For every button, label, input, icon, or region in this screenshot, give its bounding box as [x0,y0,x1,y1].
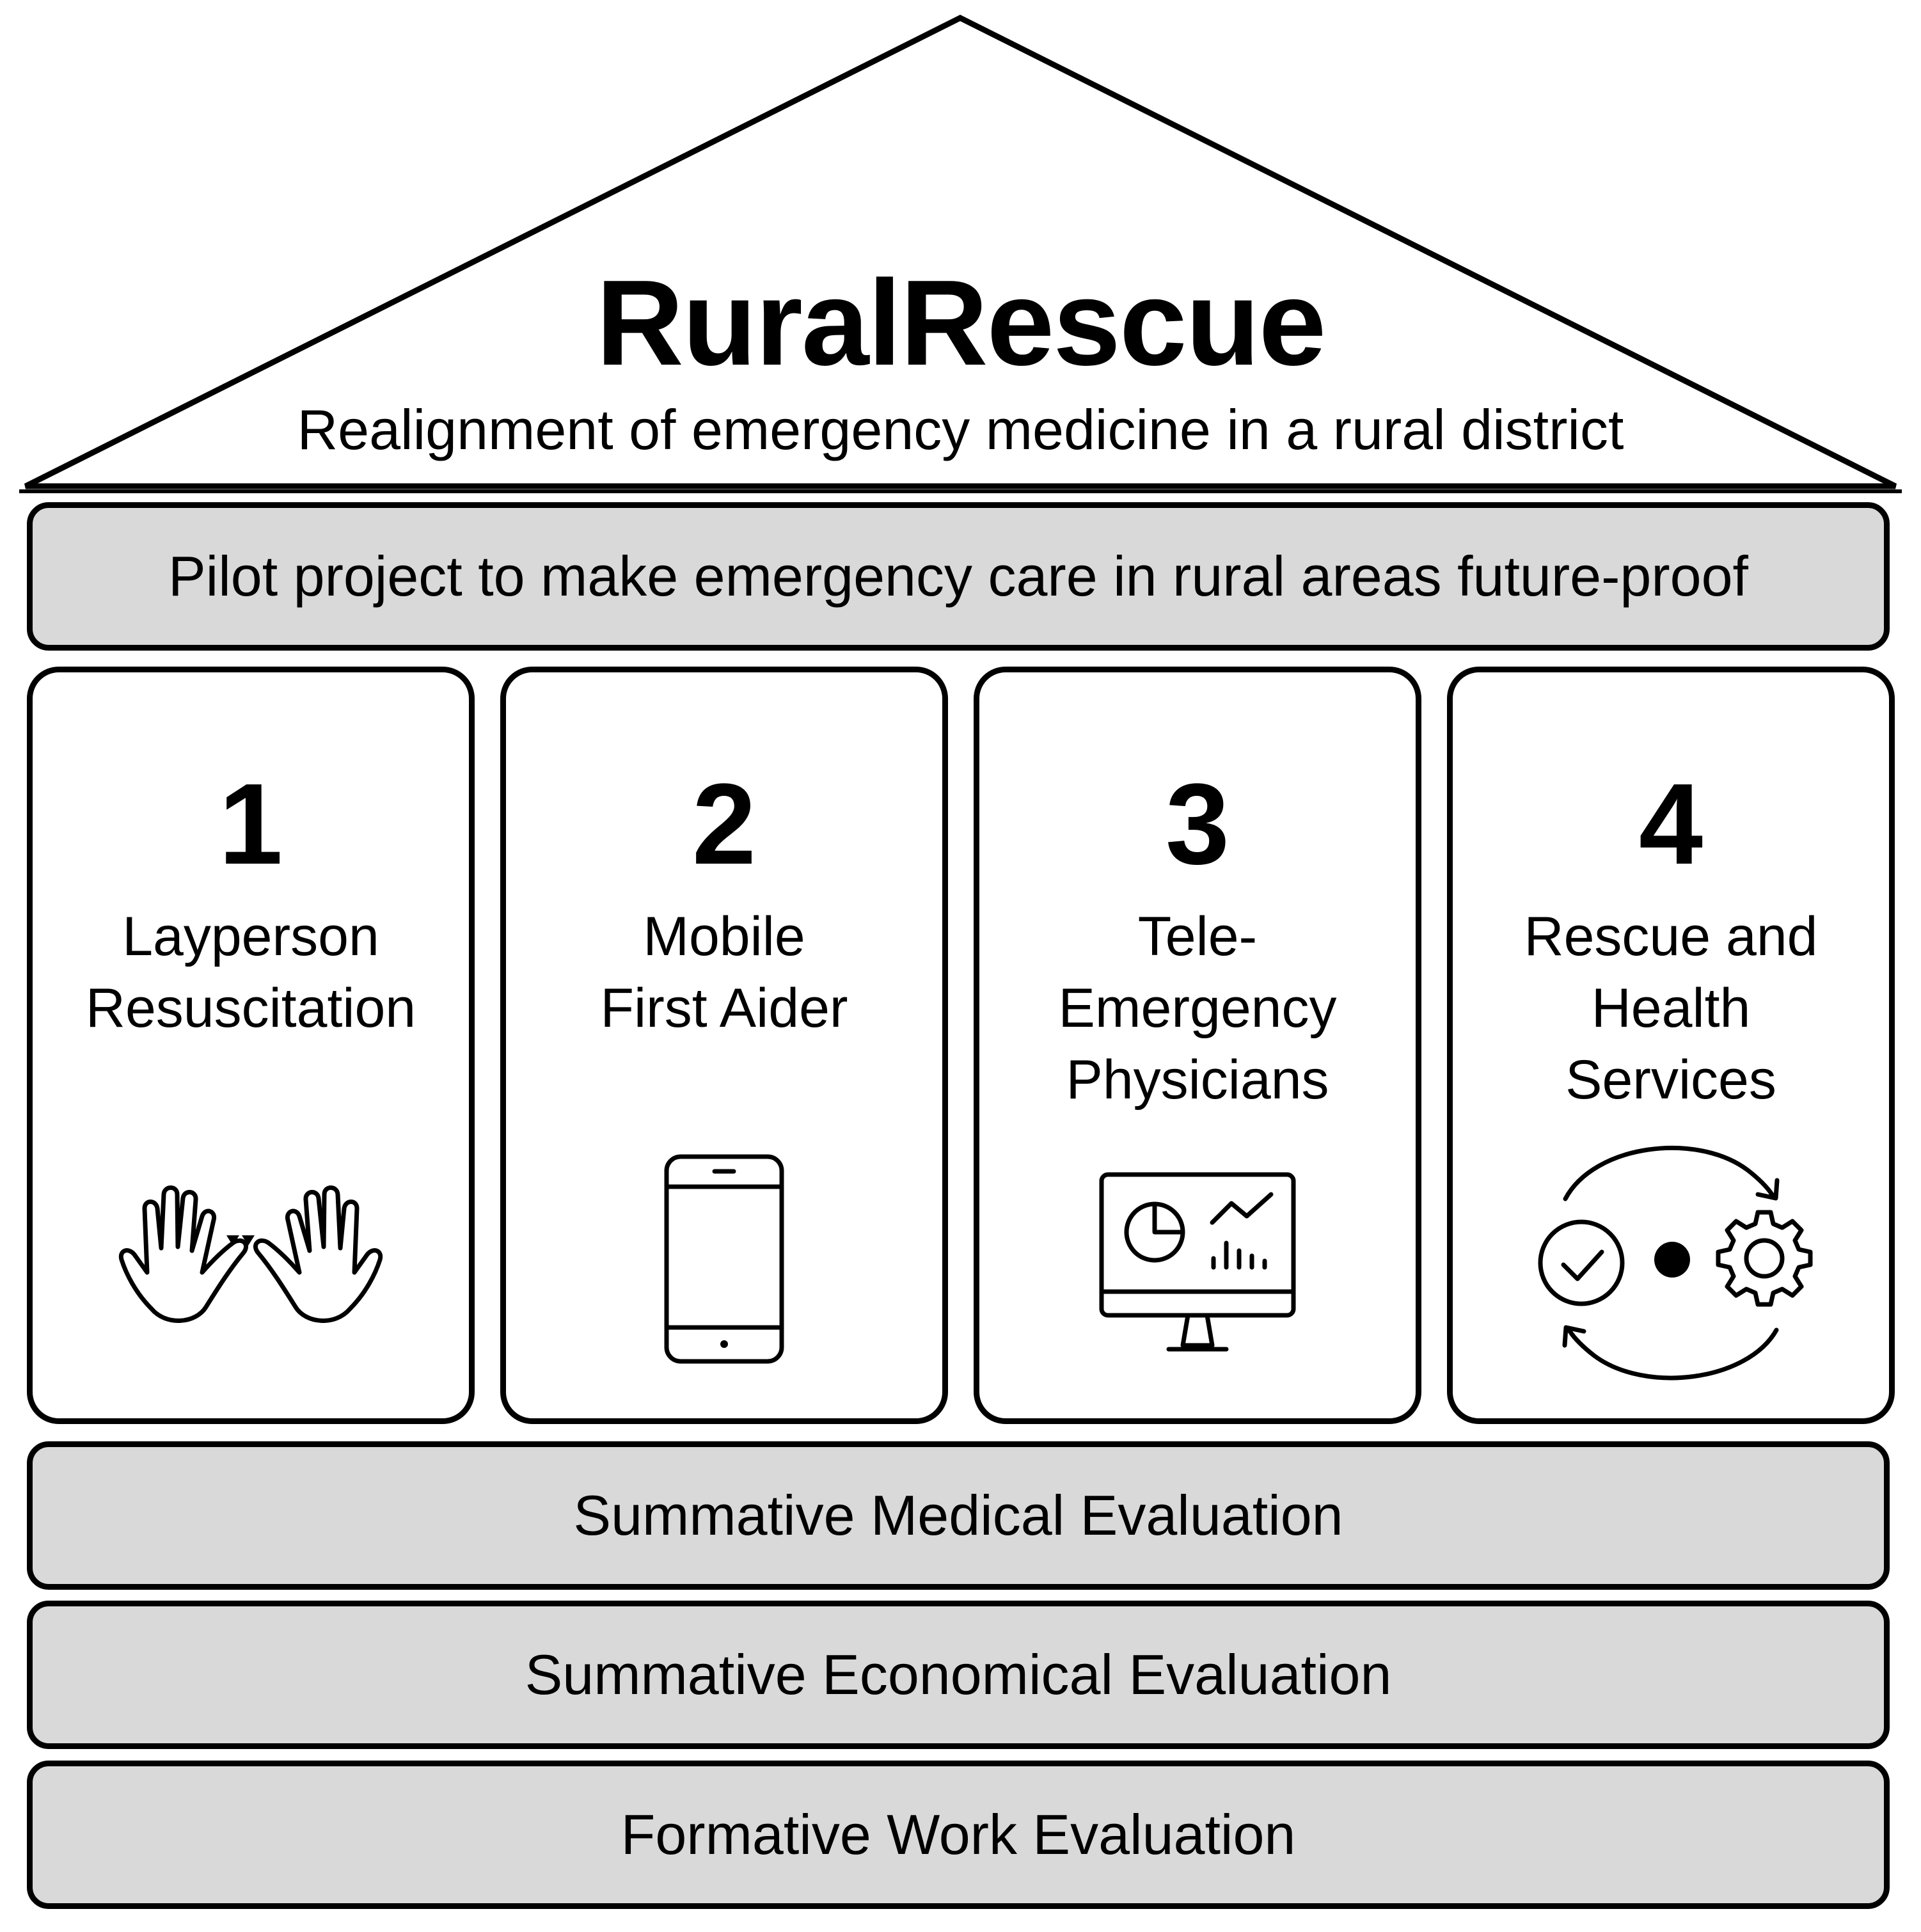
foundation-label: Formative Work Evaluation [621,1803,1296,1866]
pillar-number: 3 [1165,760,1230,889]
monitor-dashboard-icon [979,1171,1416,1357]
roof [19,14,1902,493]
pillar-3: 3 Tele- Emergency Physicians [974,667,1421,1424]
pillar-label: Rescue and Health Services [1524,906,1818,1111]
diagram-subtitle: Realignment of emergency medicine in a r… [297,398,1624,461]
pillar-label: Mobile First Aider [600,906,848,1039]
diagram-title: RuralRescue [596,255,1327,391]
foundation-band-economical: Summative Economical Evaluation [27,1601,1890,1749]
foundation-band-medical: Summative Medical Evaluation [27,1441,1890,1590]
foundation-label: Summative Economical Evaluation [525,1643,1392,1706]
cycle-process-icon [1453,1132,1889,1394]
pillar-1: 1 Layperson Resuscitation [27,667,475,1424]
pillar-label: Tele- Emergency Physicians [1058,906,1337,1111]
pillar-label: Layperson Resuscitation [85,906,416,1039]
pillar-number: 2 [692,760,757,889]
pillar-number: 1 [218,760,283,889]
pillar-number: 4 [1638,760,1704,889]
smartphone-icon [506,1153,942,1365]
foundation-band-formative: Formative Work Evaluation [27,1761,1890,1909]
pilot-project-label: Pilot project to make emergency care in … [168,544,1748,608]
pilot-project-band: Pilot project to make emergency care in … [27,502,1890,651]
pillar-4: 4 Rescue and Health Services [1447,667,1895,1424]
foundation-label: Summative Medical Evaluation [573,1484,1343,1547]
pillar-2: 2 Mobile First Aider [500,667,948,1424]
hands-icon [33,1184,469,1338]
